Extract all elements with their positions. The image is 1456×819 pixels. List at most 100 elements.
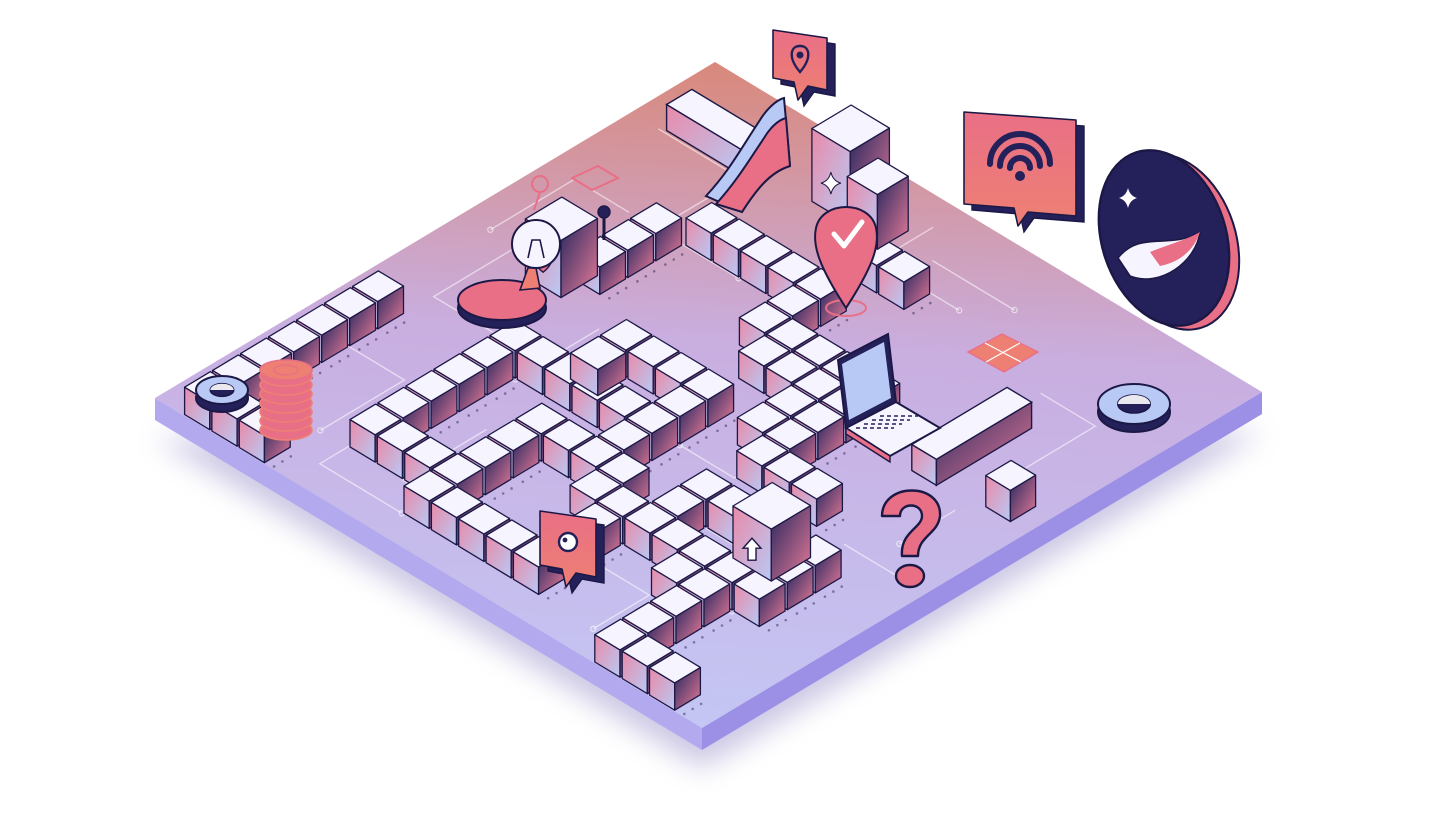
shadow-dot	[668, 458, 672, 461]
block-top-face	[485, 519, 538, 552]
shadow-dot	[616, 291, 620, 295]
block-top-face	[650, 584, 703, 617]
block-top-face	[624, 501, 677, 534]
shadow-dot	[475, 409, 479, 412]
sparkle-icon	[1119, 188, 1137, 208]
block-top-face	[596, 485, 649, 518]
block-top-face	[790, 467, 844, 500]
block-top-face	[740, 234, 793, 267]
sparkle-icon	[820, 172, 842, 195]
block-top-face	[459, 436, 512, 469]
shadow-dot	[272, 465, 276, 468]
shadow-dot	[701, 635, 704, 639]
block-top-face	[766, 284, 819, 317]
block-top-face	[792, 367, 845, 400]
block-top-face	[600, 318, 653, 351]
shadow-dot	[318, 371, 322, 375]
block-top-face	[985, 459, 1037, 492]
shadow-dot	[394, 326, 398, 329]
circuit-node	[317, 427, 324, 434]
shadow-dot	[495, 397, 499, 400]
block-top-face	[764, 384, 817, 417]
arrow-up-block	[732, 481, 812, 582]
shadow-dot	[823, 595, 827, 598]
circuit-line	[1010, 392, 1097, 478]
block-top-face	[487, 419, 540, 452]
block-top-face	[597, 452, 650, 485]
logo-disc-icon	[1097, 149, 1241, 331]
block-top-face	[648, 651, 702, 684]
block-top-face	[621, 635, 674, 668]
shadow-dot	[619, 553, 623, 556]
block-top-face	[654, 385, 707, 418]
block-top-face	[736, 401, 789, 434]
props	[195, 29, 1241, 595]
wifi-bubble	[963, 111, 1085, 234]
shadow-dot	[720, 624, 724, 627]
shadow-dot	[812, 602, 816, 605]
circuit-line	[432, 245, 519, 347]
block-top-face	[652, 485, 705, 518]
circuit-line	[843, 543, 900, 578]
shadow-dot	[729, 619, 732, 622]
block-top-face	[766, 317, 819, 350]
map-pin-icon	[790, 44, 810, 74]
shadow-dot	[503, 392, 507, 395]
shadow-dot	[358, 348, 361, 351]
block-top-face	[629, 202, 683, 235]
block-top-face	[433, 353, 486, 386]
block-top-face	[738, 334, 791, 367]
shadow-dot	[832, 590, 835, 593]
maze-block	[878, 250, 931, 311]
shadow-dot	[699, 702, 703, 706]
block-top-face	[569, 335, 627, 371]
shadow-dot	[795, 612, 799, 615]
shadow-dot	[840, 585, 844, 588]
shadow-dot	[374, 338, 378, 341]
block-top-face	[351, 270, 405, 303]
shadow-dot	[732, 419, 736, 422]
shadow-dot	[676, 452, 680, 456]
light-bulb-icon	[457, 219, 561, 329]
shadow-dot	[330, 364, 333, 368]
circuit-line	[932, 260, 1015, 311]
block-top-face	[678, 568, 731, 601]
board-side-right	[702, 392, 1262, 750]
shadow-dot	[636, 280, 639, 283]
puzzle-icon	[966, 333, 1040, 373]
shadow-dot	[456, 420, 459, 424]
block-top-face	[542, 419, 595, 452]
block-top-face	[767, 251, 820, 284]
block-top-face	[792, 401, 845, 434]
block-top-face	[736, 434, 789, 467]
shadow-dot	[843, 452, 846, 455]
shadow-dot	[510, 487, 513, 490]
shadow-dot	[529, 475, 533, 479]
shadow-dot	[538, 470, 541, 473]
circuit-node	[487, 226, 494, 233]
block-top-face	[878, 250, 931, 283]
maze-block	[648, 651, 702, 711]
coin-stack-icon	[259, 359, 313, 441]
small-plus-block	[985, 459, 1037, 523]
block-top-face	[678, 534, 732, 567]
question-mark-icon	[880, 489, 942, 589]
wifi-icon	[987, 131, 1053, 181]
shadow-dot	[804, 607, 807, 610]
shadow-dot	[521, 480, 525, 484]
shadow-dot	[680, 253, 684, 256]
block-top-face	[712, 218, 765, 251]
map-pin-bubble	[772, 29, 836, 108]
block-top-face	[763, 451, 816, 484]
block-top-face	[765, 351, 818, 384]
block-top-face	[793, 334, 846, 367]
shadow-dot	[338, 359, 342, 363]
shadow-dot	[386, 331, 389, 334]
block-top-face	[458, 502, 511, 535]
block-top-face	[323, 287, 377, 320]
block-top-face	[627, 335, 680, 368]
shadow-dot	[608, 296, 611, 300]
block-top-face	[732, 481, 812, 530]
shadow-dot	[920, 306, 924, 310]
shadow-dot	[660, 463, 663, 466]
